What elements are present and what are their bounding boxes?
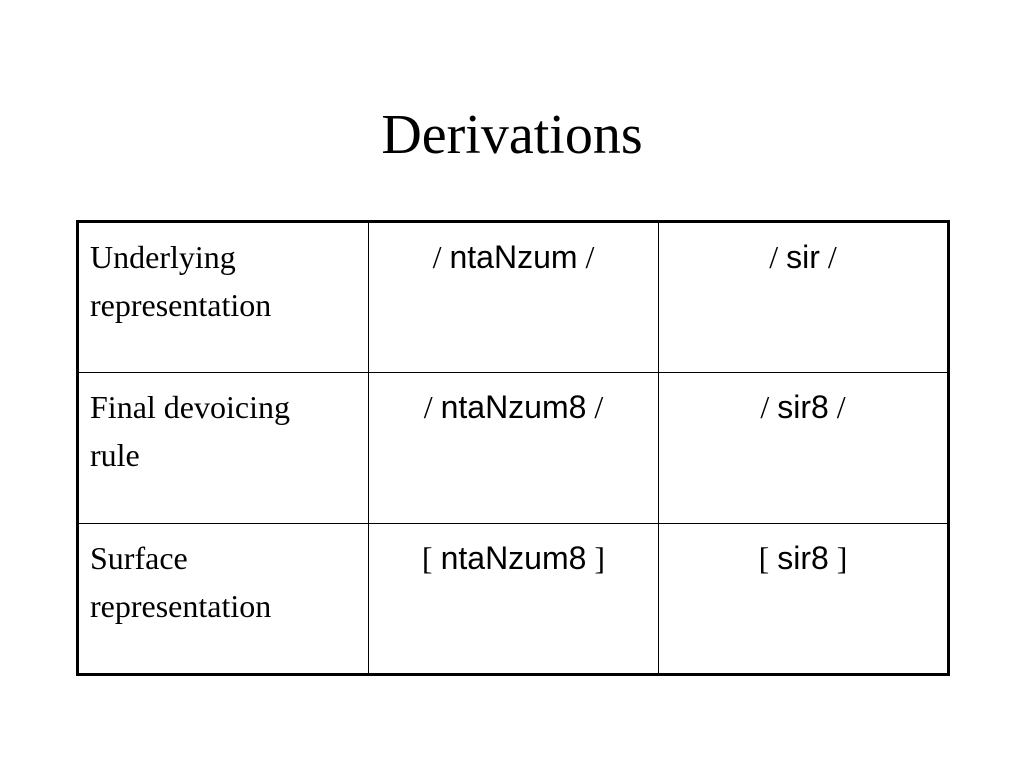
close-delimiter: ]	[836, 540, 848, 576]
row-label-underlying: Underlying representation	[77, 221, 369, 373]
phonological-form: ntaNzum8	[440, 389, 587, 425]
row-label-line: Surface	[90, 540, 188, 576]
close-delimiter: /	[827, 239, 837, 275]
table-row-surface: Surface representation [ ntaNzum8 ] [ si…	[77, 523, 949, 675]
phonological-form: sir8	[777, 389, 829, 425]
derivations-table: Underlying representation / ntaNzum / / …	[76, 220, 950, 676]
row-label-line: rule	[90, 437, 140, 473]
close-delimiter: ]	[594, 540, 606, 576]
close-delimiter: /	[594, 389, 604, 425]
cell-underlying-form-2: / sir /	[658, 221, 949, 373]
phonological-form: sir8	[777, 540, 829, 576]
open-delimiter: /	[760, 389, 770, 425]
table-row-underlying: Underlying representation / ntaNzum / / …	[77, 221, 949, 373]
open-delimiter: [	[758, 540, 770, 576]
row-label-line: representation	[90, 287, 272, 323]
phonological-form: ntaNzum8	[440, 540, 587, 576]
cell-final-devoicing-form-2: / sir8 /	[658, 372, 949, 524]
phonological-form: sir	[786, 239, 820, 275]
row-label-line: Final devoicing	[90, 389, 290, 425]
open-delimiter: [	[421, 540, 433, 576]
open-delimiter: /	[423, 389, 433, 425]
cell-final-devoicing-form-1: / ntaNzum8 /	[368, 372, 659, 524]
close-delimiter: /	[836, 389, 846, 425]
cell-surface-form-1: [ ntaNzum8 ]	[368, 523, 659, 675]
phonological-form: ntaNzum	[449, 239, 578, 275]
table-row-final-devoicing: Final devoicing rule / ntaNzum8 / / sir8…	[77, 372, 949, 524]
row-label-line: Underlying	[90, 239, 236, 275]
row-label-final-devoicing: Final devoicing rule	[77, 372, 369, 524]
cell-underlying-form-1: / ntaNzum /	[368, 221, 659, 373]
row-label-line: representation	[90, 588, 272, 624]
row-label-surface: Surface representation	[77, 523, 369, 675]
slide-title: Derivations	[381, 104, 643, 166]
cell-surface-form-2: [ sir8 ]	[658, 523, 949, 675]
close-delimiter: /	[585, 239, 595, 275]
open-delimiter: /	[769, 239, 779, 275]
open-delimiter: /	[432, 239, 442, 275]
